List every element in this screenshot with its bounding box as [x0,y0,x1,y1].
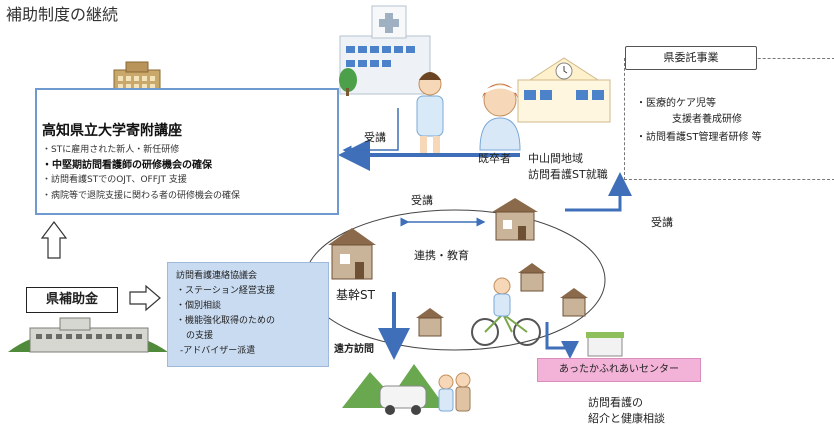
council-panel [167,262,329,367]
center-arrow [545,322,579,359]
prefecture-title: 県委託事業 [625,46,757,70]
remote-visit-label: 遠方訪問 [334,344,374,355]
nurse-icon [416,72,444,154]
health-consult-label: 紹介と健康相談 [588,412,665,425]
mountain-employment-label: 訪問看護ST就職 [528,168,608,181]
hospital-icon [339,5,431,96]
center-box: あったかふれあいセンター [537,358,701,382]
graduate-nurse-icon [479,83,521,151]
mountain-area-label: 中山間地域 [528,152,583,165]
council-item: の支援 [186,331,214,341]
prefecture-item: ・医療的ケア児等 [636,98,716,109]
university-item: ・STに雇用された新人・新任研修 [42,145,180,155]
house-icon [416,308,444,337]
jukou-label: 受講 [364,131,386,144]
graduate-label: 既卒者 [478,152,511,165]
jukou-label: 受講 [651,216,673,229]
hospital-jukou-arrow [342,108,399,155]
council-item: ・機能強化取得のための [176,316,276,326]
university-title: 高知県立大学寄附講座 [42,123,182,139]
house-icon [518,263,546,292]
pref-jukou-arrow [565,172,632,212]
subsidy-box: 県補助金 [26,287,118,313]
university-item: ・訪問看護STでのOJT、OFFJT 支援 [42,175,187,185]
council-item: -アドバイザー派遣 [180,346,256,356]
jukou-label: 受講 [411,194,433,207]
prefecture-item: ・訪問看護ST管理者研修 等 [636,132,762,143]
core-station-house-icon [328,228,376,280]
center-building-icon [586,332,624,357]
mountain-landscape-icon [342,364,471,415]
house-icon [492,198,538,241]
bicycle-nurse-icon [471,277,541,346]
council-title: 訪問看護連絡協議会 [176,271,258,281]
prefectural-office-icon [8,317,168,353]
school-icon [517,57,611,123]
health-consult-label: 訪問看護の [588,396,643,409]
house-icon [560,288,588,317]
cooperation-label: 連携・教育 [414,249,469,262]
subsidy-right-arrow [129,284,161,312]
university-panel [35,88,339,215]
council-item: ・個別相談 [176,301,222,311]
university-item: ・病院等で退院支援に関わる者の研修機会の確保 [42,191,241,201]
subsidy-up-arrow [40,221,68,259]
core-station-label: 基幹ST [336,288,375,302]
council-item: ・ステーション経営支援 [176,286,275,296]
page-title: 補助制度の継続 [6,5,119,24]
university-item: ・中堅期訪問看護師の研修機会の確保 [42,160,212,171]
prefecture-item: 支援者養成研修 [672,114,742,125]
